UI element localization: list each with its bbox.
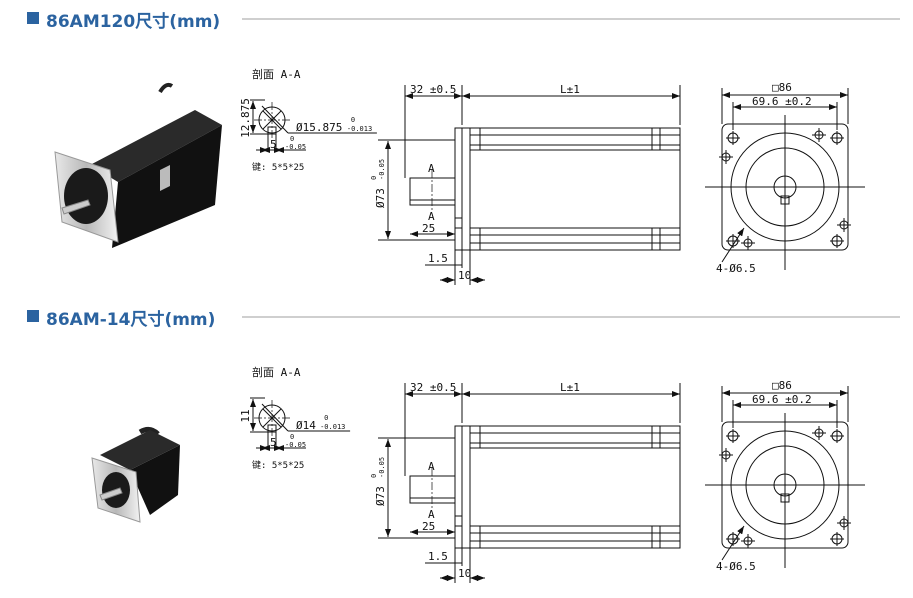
pilot-depth-text: 1.5 [428, 550, 448, 563]
shaft-circle [773, 175, 797, 199]
shaft-length-text: 32 ±0.5 [410, 83, 456, 96]
section-mark-top: A [428, 460, 435, 473]
key-length-text: 25 [422, 520, 435, 533]
tol-lower: -0.05 [378, 159, 386, 180]
key-note: 键: 5*5*25 [252, 161, 304, 173]
tol-lower: -0.013 [320, 423, 345, 431]
pilot-circle [730, 132, 840, 242]
shaft-diameter-text: Ø14 [296, 419, 316, 432]
hole-leader [721, 227, 745, 263]
motor-body-side [130, 445, 180, 515]
motor-shaft [61, 199, 91, 215]
motor-body-top [100, 430, 180, 470]
pilot-diameter-text: Ø73 [374, 188, 387, 208]
key-slot [267, 126, 277, 135]
section-mark-top: A [428, 162, 435, 175]
tol-upper: 0 [290, 433, 294, 441]
hole-leader [721, 525, 745, 561]
tol-lower: -0.013 [347, 125, 372, 133]
section-mark-bottom: A [428, 508, 435, 521]
tol-upper: 0 [370, 474, 378, 478]
height-dim-text: 12.875 [239, 98, 252, 138]
pilot-step [454, 217, 463, 229]
section-bullet-icon [27, 310, 39, 322]
motor-cable [158, 82, 174, 94]
hole-pitch-text: 69.6 ±0.2 [752, 95, 812, 108]
motor-cable [138, 426, 160, 436]
holes-text: 4-Ø6.5 [716, 560, 756, 573]
tol-lower: -0.05 [285, 441, 306, 449]
tol-upper: 0 [290, 135, 294, 143]
leader [261, 403, 289, 432]
section-bullet-icon [27, 12, 39, 24]
flange-thickness-text: 10 [458, 269, 471, 282]
square-text: □86 [772, 379, 792, 392]
shaft [409, 177, 456, 206]
body-length-text: L±1 [560, 83, 580, 96]
cross-line [262, 408, 282, 428]
cross-line [262, 110, 282, 130]
square-text: □86 [772, 81, 792, 94]
motor-long-photo [54, 82, 222, 248]
pilot-depth-text: 1.5 [428, 252, 448, 265]
key-length-text: 25 [422, 222, 435, 235]
section-mark-bottom: A [428, 210, 435, 223]
inner-circle [745, 147, 825, 227]
section-title: 86AM120尺寸(mm) [46, 11, 220, 32]
motor-label-plate [160, 165, 170, 191]
motor-body [469, 425, 681, 549]
key-width-text: 5 [270, 138, 277, 151]
tol-lower: -0.05 [378, 457, 386, 478]
height-dim-text: 11 [239, 409, 252, 422]
shaft-diameter-text: Ø15.875 [296, 121, 342, 134]
tol-upper: 0 [324, 414, 328, 422]
section-label: 剖面 A-A [252, 365, 301, 379]
key-note: 键: 5*5*25 [252, 459, 304, 471]
motor-shaft [99, 487, 123, 501]
motor-body [469, 127, 681, 251]
pilot-circle [730, 430, 840, 540]
shaft-length-text: 32 ±0.5 [410, 381, 456, 394]
section-title: 86AM-14尺寸(mm) [46, 309, 215, 330]
key-mark [780, 195, 790, 205]
shaft [409, 475, 456, 504]
tol-lower: -0.05 [285, 143, 306, 151]
key-slot [267, 424, 277, 433]
pilot-diameter-text: Ø73 [374, 486, 387, 506]
leader [261, 105, 289, 134]
inner-circle [745, 445, 825, 525]
shaft-circle [773, 473, 797, 497]
pilot-step [454, 515, 463, 527]
tol-upper: 0 [351, 116, 355, 124]
section-label: 剖面 A-A [252, 67, 301, 81]
body-length-text: L±1 [560, 381, 580, 394]
hole-pitch-text: 69.6 ±0.2 [752, 393, 812, 406]
motor-face [64, 168, 108, 224]
key-mark [780, 493, 790, 503]
motor-short-photo [91, 426, 180, 523]
tol-upper: 0 [370, 176, 378, 180]
flange-thickness-text: 10 [458, 567, 471, 580]
holes-text: 4-Ø6.5 [716, 262, 756, 275]
motor-body-top [90, 110, 222, 182]
key-width-text: 5 [270, 436, 277, 449]
